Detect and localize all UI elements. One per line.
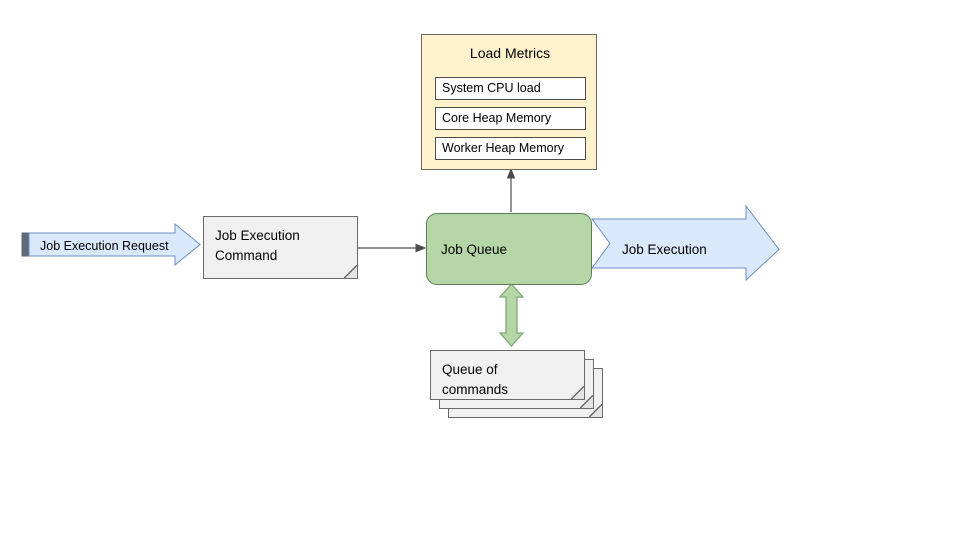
page-fold-icon [571, 386, 585, 400]
page-fold-icon [344, 265, 358, 279]
queue-commands-double-arrow [498, 283, 525, 347]
queue-of-commands-label: Queue of commands [442, 362, 509, 397]
metric-item-system-cpu-load: System CPU load [435, 77, 586, 100]
metric-item-worker-heap-memory: Worker Heap Memory [435, 137, 586, 160]
load-metrics-panel: Load Metrics System CPU load Core Heap M… [421, 34, 597, 170]
metric-item-core-heap-memory: Core Heap Memory [435, 107, 586, 130]
queue-to-metrics-connector [506, 167, 516, 212]
job-execution-command-node: Job Execution Command [203, 216, 358, 279]
load-metrics-title: Load Metrics [469, 45, 551, 61]
job-queue-node: Job Queue [426, 213, 592, 285]
queue-of-commands-node: Queue of commands [430, 350, 585, 400]
job-queue-label: Job Queue [441, 242, 508, 257]
job-execution-command-label: Job Execution Command [215, 228, 300, 263]
command-to-queue-connector [358, 243, 427, 253]
job-execution-request-label: Job Execution Request [40, 239, 169, 253]
job-execution-label: Job Execution [622, 242, 707, 257]
